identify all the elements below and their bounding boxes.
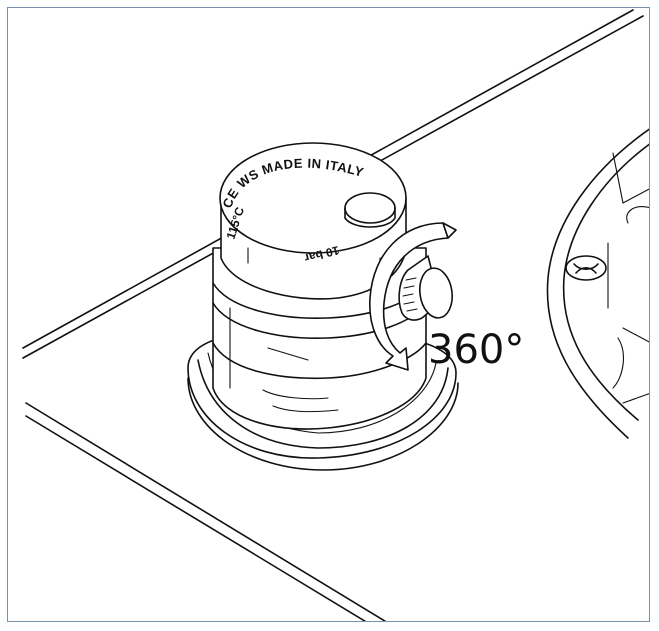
component-detail-4	[612, 337, 624, 389]
illustration-frame: CE WS MADE IN ITALY 115°C 10 bar 360°	[7, 7, 650, 622]
rotation-label: 360°	[428, 327, 524, 373]
flange-outer-side	[187, 377, 459, 471]
body-highlight-3	[262, 389, 329, 400]
rotation-arrow-shape	[369, 222, 449, 371]
valve-cap: CE WS MADE IN ITALY 115°C 10 bar	[219, 142, 407, 300]
component-detail-2	[626, 206, 649, 224]
knob-face	[418, 267, 454, 319]
cap-button-top	[344, 192, 396, 224]
component-detail-5	[622, 327, 649, 404]
plate-bottom-edge-1	[25, 402, 387, 621]
component-inner-rim	[562, 143, 649, 421]
rotation-arrow-tail	[442, 222, 457, 239]
adjustment-knob	[398, 255, 454, 321]
body-highlight-2	[267, 347, 309, 361]
rotation-arrow	[369, 222, 457, 371]
body-highlight-4	[272, 405, 339, 413]
component-detail-1	[612, 152, 649, 204]
flange-inner-ring	[197, 359, 449, 449]
body-band-2	[212, 302, 427, 340]
plate-bottom-edge-2	[25, 415, 367, 621]
valve-diagram: CE WS MADE IN ITALY 115°C 10 bar 360°	[22, 9, 649, 621]
adjacent-component	[546, 128, 649, 439]
knob-knurl-lines	[402, 277, 418, 312]
cap-button-side	[344, 207, 396, 228]
component-outer-rim	[546, 128, 649, 439]
screw-cross-icon	[573, 263, 599, 274]
